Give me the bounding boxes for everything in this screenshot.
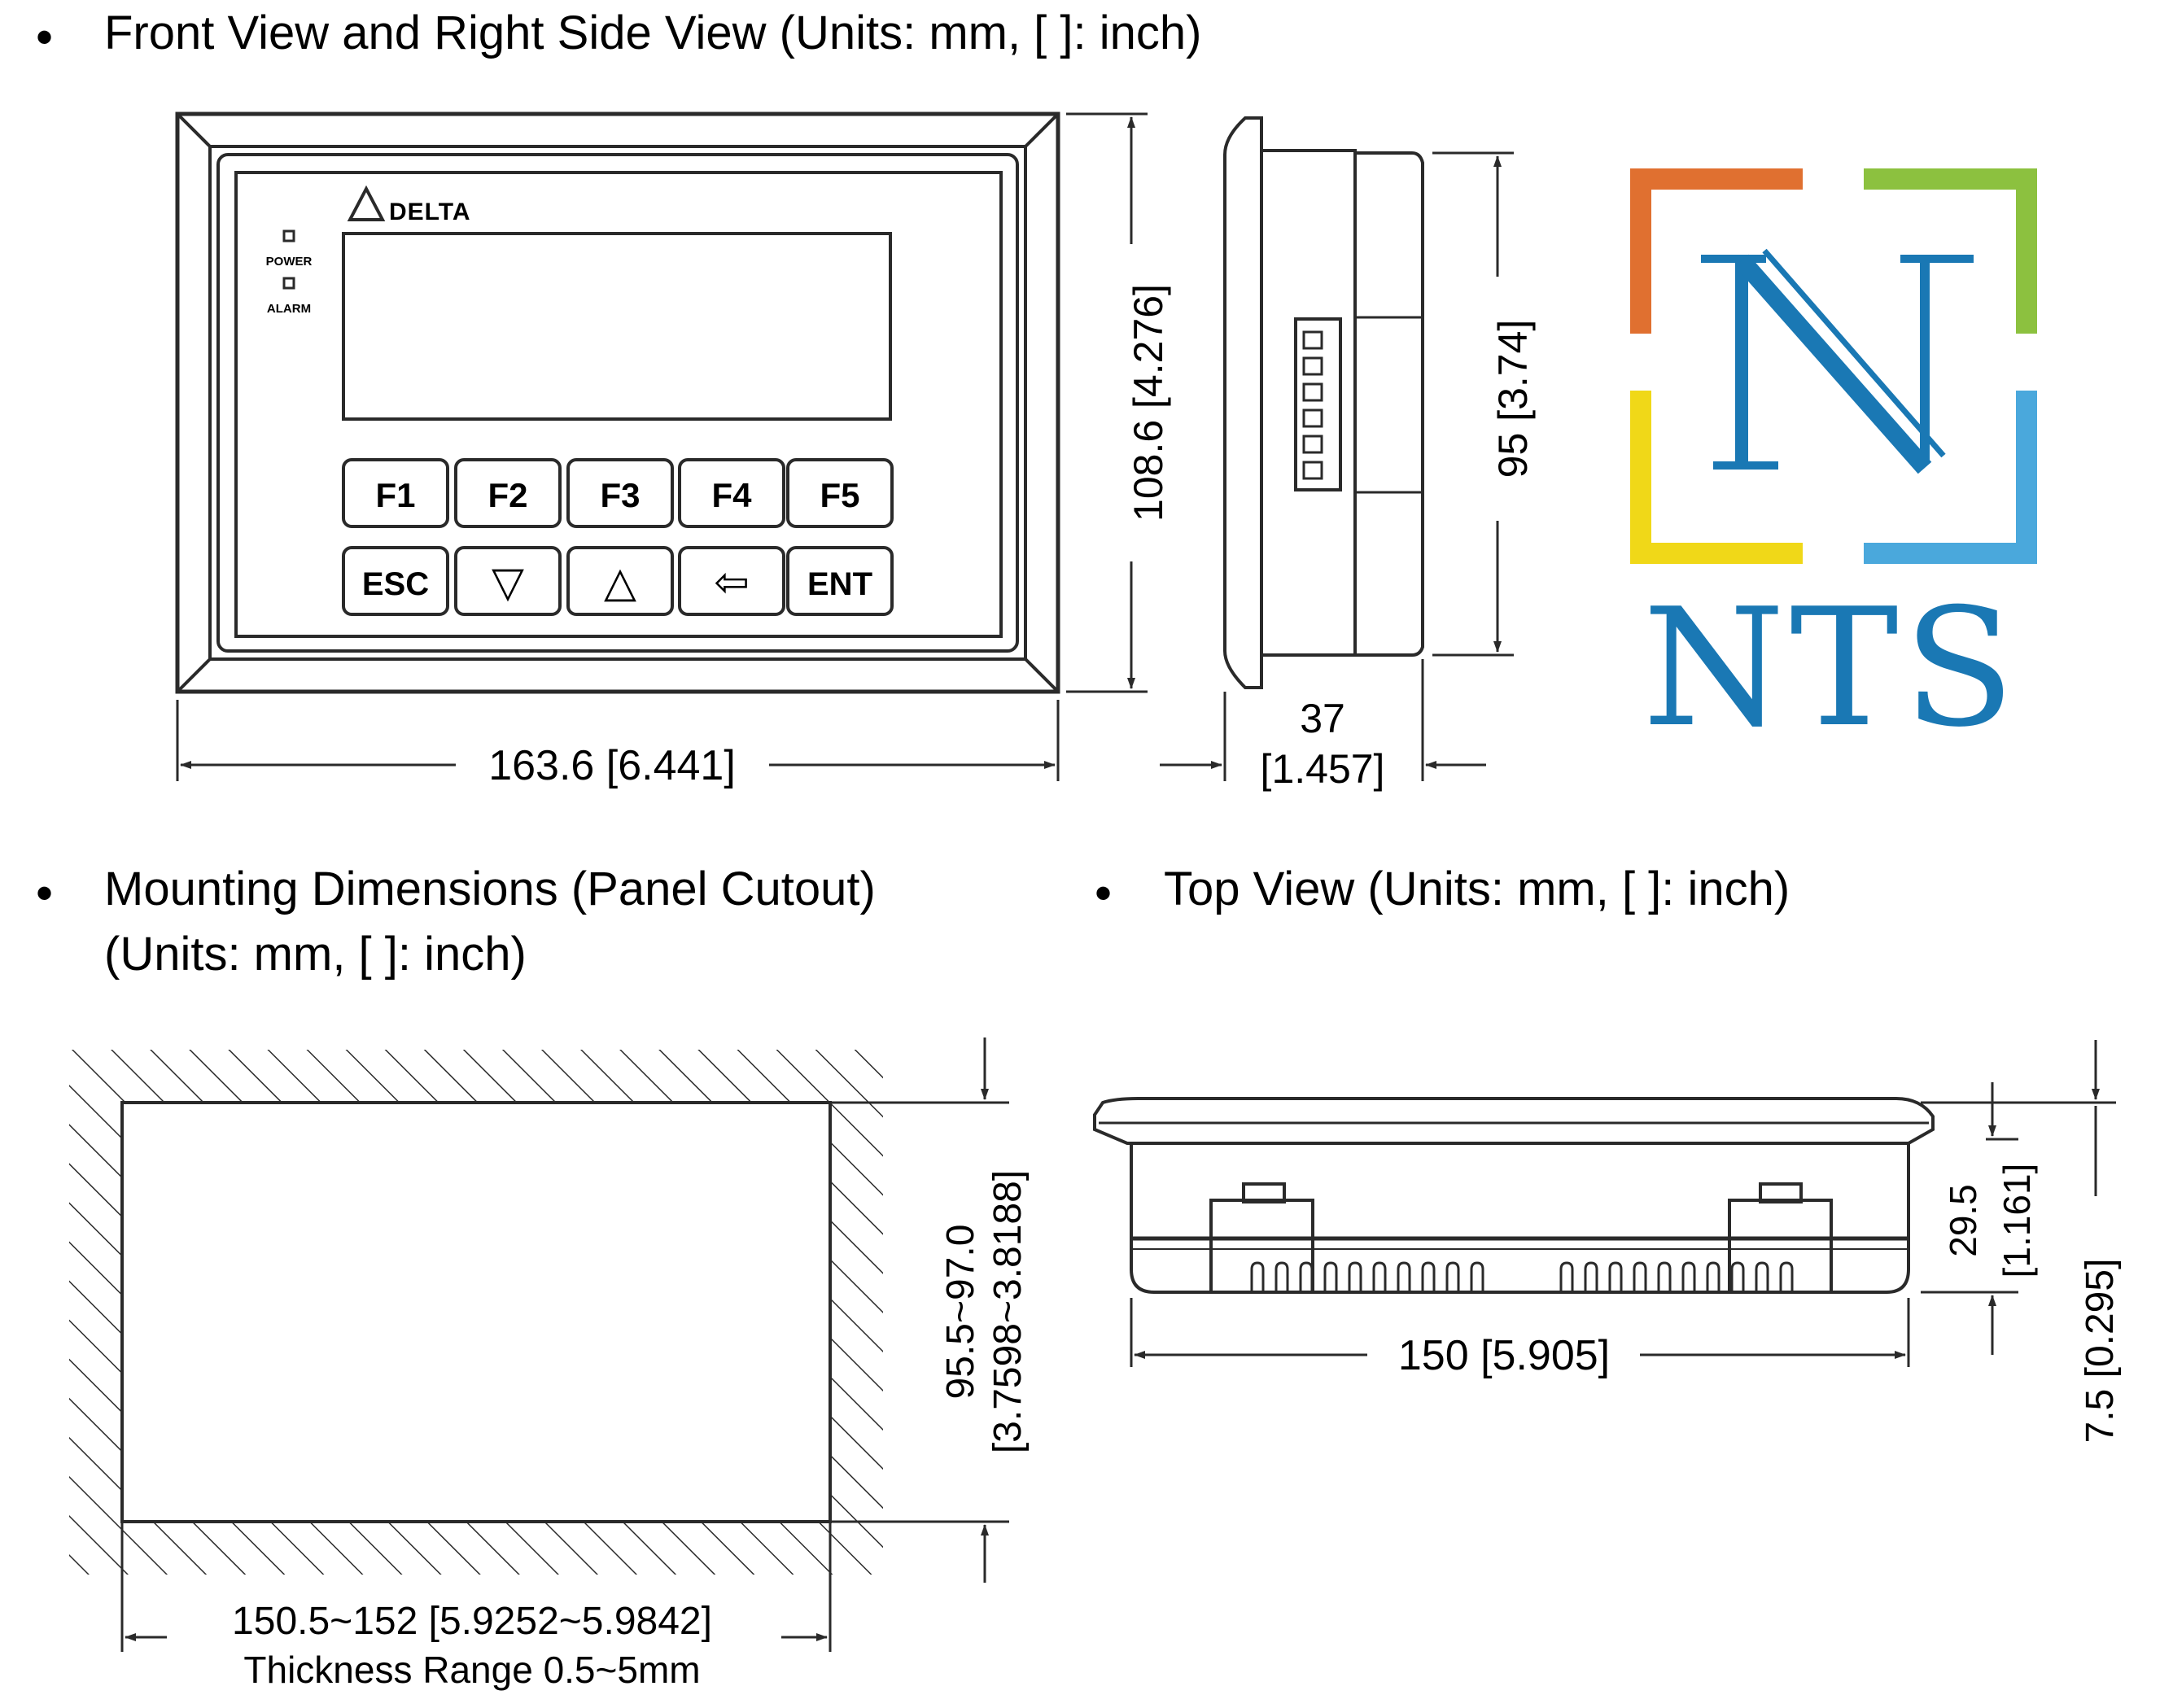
logo-corner-lightblue <box>1864 391 2037 564</box>
svg-text:F4: F4 <box>711 476 752 514</box>
logo-corner-orange <box>1630 168 1803 334</box>
side-bezel <box>1223 116 1263 689</box>
vent-slots <box>1250 1261 1794 1292</box>
svg-text:F2: F2 <box>488 476 527 514</box>
svg-text:F5: F5 <box>820 476 859 514</box>
bullet: • <box>36 10 53 64</box>
front-inner-bezel <box>208 145 1027 661</box>
heading-text: Front View and Right Side View (Units: m… <box>104 7 1201 59</box>
front-face <box>234 171 1003 638</box>
top-view: 150 [5.905] 29.5 [1.161] 7.5 [0.295] <box>1093 1040 2122 1444</box>
cutout-height-in: [3.7598~3.8188] <box>986 1170 1030 1453</box>
key-ent[interactable]: ENT <box>786 546 894 616</box>
left-arrow-icon: ⇦ <box>714 558 750 607</box>
heading-text: Top View (Units: mm, [ ]: inch) <box>1164 863 1790 915</box>
cutout-opening <box>120 1101 832 1523</box>
svg-text:F1: F1 <box>375 476 415 514</box>
front-view: DELTA POWER ALARM F1 F2 F3 F4 F5 ESC ▽ △… <box>175 111 1171 789</box>
nts-logo: NTS <box>1630 168 2037 763</box>
svg-text:ESC: ESC <box>362 566 429 602</box>
key-f4[interactable]: F4 <box>678 458 785 528</box>
top-depth-mm: 29.5 <box>1942 1184 1984 1257</box>
top-view-heading: • Top View (Units: mm, [ ]: inch) <box>1095 863 1790 920</box>
lcd-screen <box>342 232 892 421</box>
mounting-heading: • Mounting Dimensions (Panel Cutout) (Un… <box>36 863 876 981</box>
side-depth-mm: 37 <box>1300 696 1345 741</box>
cutout-height-mm: 95.5~97.0 <box>939 1225 982 1400</box>
logo-corner-green <box>1864 168 2037 334</box>
cutout-thickness: Thickness Range 0.5~5mm <box>243 1649 700 1691</box>
panel-cutout: 150.5~152 [5.9252~5.9842] Thickness Rang… <box>69 1037 1030 1691</box>
front-panel <box>216 153 1019 653</box>
connector-pins <box>1302 330 1323 480</box>
down-arrow-icon: ▽ <box>492 558 524 607</box>
side-connector <box>1294 317 1342 491</box>
side-rear <box>1353 151 1424 657</box>
top-bezel-dim: 7.5 [0.295] <box>2079 1259 2122 1444</box>
key-esc[interactable]: ESC <box>342 546 449 616</box>
key-down[interactable]: ▽ <box>454 546 562 616</box>
top-bezel <box>1093 1097 1935 1145</box>
key-f3[interactable]: F3 <box>566 458 674 528</box>
side-height-dim: 95 [3.74] <box>1490 320 1536 478</box>
delta-logo-icon <box>347 185 386 221</box>
front-height-dim: 108.6 [4.276] <box>1126 284 1171 522</box>
heading-line-2: (Units: mm, [ ]: inch) <box>104 928 527 981</box>
svg-text:ENT: ENT <box>807 566 872 602</box>
front-width-dim: 163.6 [6.441] <box>488 742 736 789</box>
key-f2[interactable]: F2 <box>454 458 562 528</box>
cutout-width-dim: 150.5~152 [5.9252~5.9842] <box>232 1600 712 1643</box>
top-width-dim: 150 [5.905] <box>1398 1332 1610 1379</box>
logo-text: NTS <box>1642 574 2019 763</box>
alarm-led-label: ALARM <box>267 302 311 316</box>
key-f1[interactable]: F1 <box>342 458 449 528</box>
bullet: • <box>36 866 53 920</box>
logo-corner-yellow <box>1630 391 1803 564</box>
top-body <box>1130 1143 1910 1294</box>
side-view: 95 [3.74] 37 [1.457] <box>1160 116 1536 792</box>
keys-row-2: ESC ▽ △ ⇦ ENT <box>342 546 894 616</box>
side-depth-in: [1.457] <box>1261 746 1385 792</box>
up-arrow-icon: △ <box>604 558 636 607</box>
keys-row-1: F1 F2 F3 F4 F5 <box>342 458 894 528</box>
front-outer-bezel <box>175 111 1060 694</box>
logo-n-letter <box>1701 248 1974 474</box>
top-depth-in: [1.161] <box>1996 1164 2038 1278</box>
bullet: • <box>1095 866 1112 920</box>
brand-text: DELTA <box>389 199 471 225</box>
power-led-label: POWER <box>266 255 313 269</box>
svg-text:F3: F3 <box>600 476 640 514</box>
power-led-icon <box>282 229 295 242</box>
heading-line-1: Mounting Dimensions (Panel Cutout) <box>104 863 876 915</box>
key-enter-arrow[interactable]: ⇦ <box>678 546 785 616</box>
key-f5[interactable]: F5 <box>786 458 894 528</box>
alarm-led-icon <box>282 277 295 290</box>
key-up[interactable]: △ <box>566 546 674 616</box>
front-side-heading: • Front View and Right Side View (Units:… <box>36 7 1201 64</box>
